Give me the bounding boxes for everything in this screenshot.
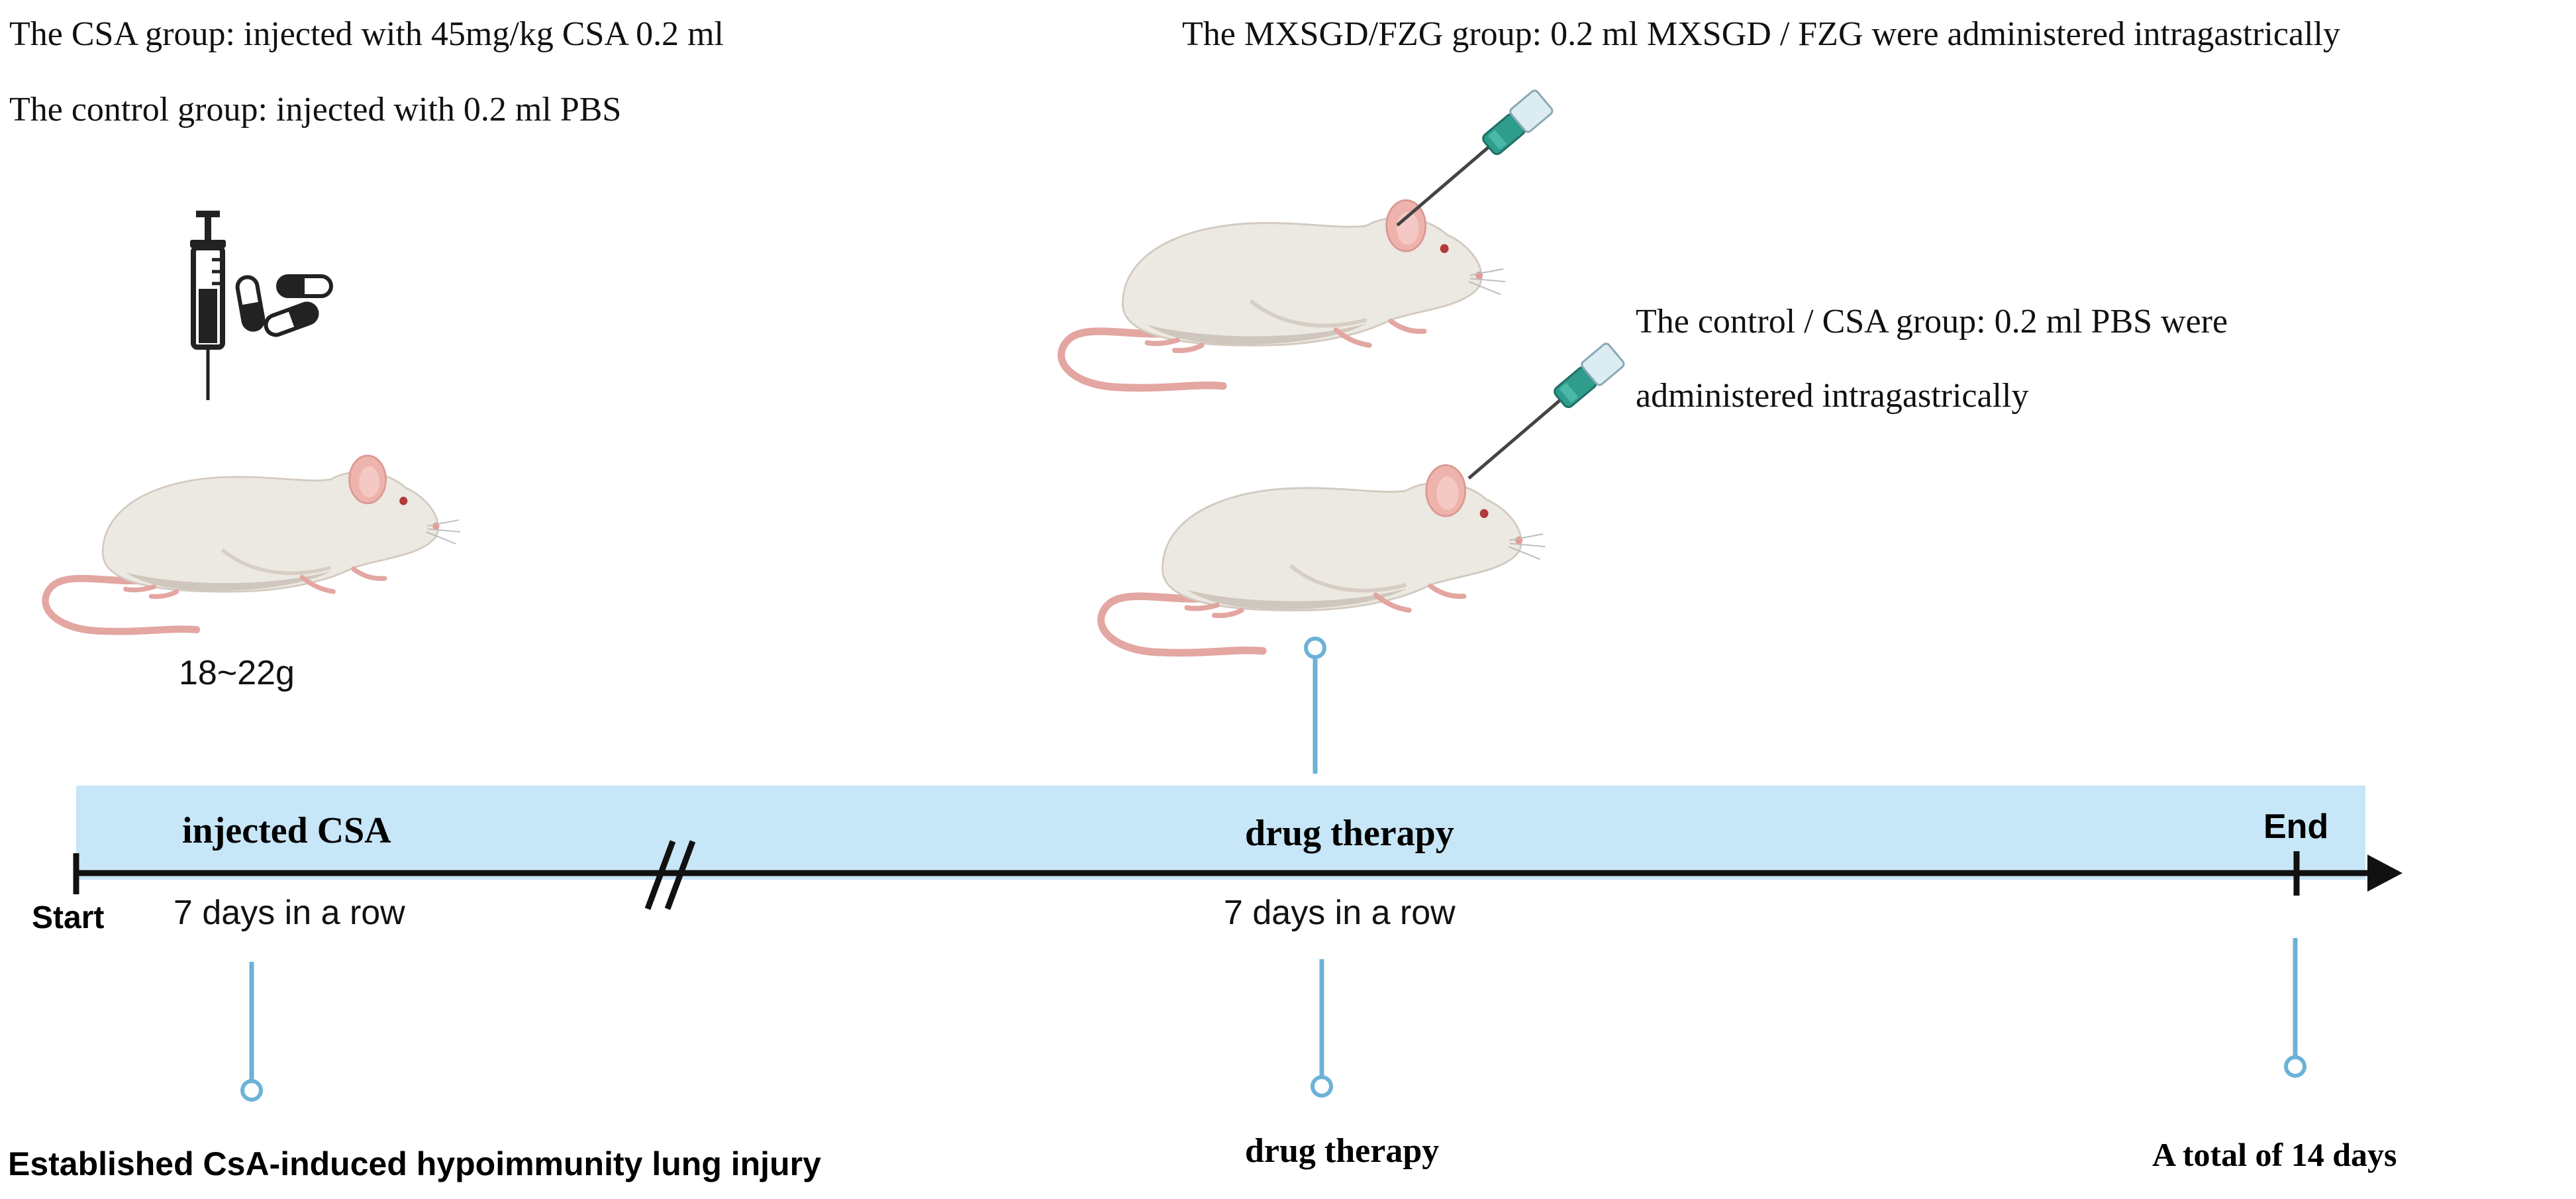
needle-icon bbox=[1397, 89, 1554, 225]
connector-established bbox=[240, 962, 263, 1102]
milestone-total: A total of 14 days bbox=[2152, 1136, 2397, 1173]
phase2-label: drug therapy bbox=[1245, 813, 1454, 854]
mouse-icon bbox=[45, 456, 460, 631]
axis-break-icon bbox=[644, 840, 696, 910]
mouse-icon bbox=[1101, 465, 1546, 652]
mxsgd-group-note: The MXSGD/FZG group: 0.2 ml MXSGD / FZG … bbox=[1182, 15, 2340, 53]
arrowhead-icon bbox=[2367, 855, 2403, 892]
syringe-icon bbox=[190, 211, 226, 400]
milestone-established: Established CsA-induced hypoimmunity lun… bbox=[8, 1145, 821, 1182]
csa-group-note: The CSA group: injected with 45mg/kg CSA… bbox=[9, 15, 724, 53]
connector-end bbox=[2284, 938, 2306, 1078]
control-csa-note-line2: administered intragastrically bbox=[1636, 377, 2029, 415]
timeline-band bbox=[76, 786, 2365, 880]
control-group-note: The control group: injected with 0.2 ml … bbox=[9, 91, 622, 129]
connector-drug-top bbox=[1304, 637, 1326, 774]
connector-drug-bottom bbox=[1311, 959, 1333, 1098]
phase2-duration: 7 days in a row bbox=[1224, 894, 1456, 932]
start-label: Start bbox=[32, 900, 105, 935]
phase1-label: injected CSA bbox=[182, 810, 391, 851]
milestone-drug-therapy: drug therapy bbox=[1245, 1132, 1440, 1170]
mouse-icon bbox=[1062, 200, 1506, 388]
end-label: End bbox=[2263, 808, 2329, 846]
capsule-icon bbox=[235, 274, 333, 337]
phase1-duration: 7 days in a row bbox=[173, 894, 405, 932]
needle-icon bbox=[1469, 342, 1625, 478]
mouse-weight-label: 18~22g bbox=[179, 654, 295, 692]
control-csa-note-line1: The control / CSA group: 0.2 ml PBS were bbox=[1636, 303, 2228, 340]
